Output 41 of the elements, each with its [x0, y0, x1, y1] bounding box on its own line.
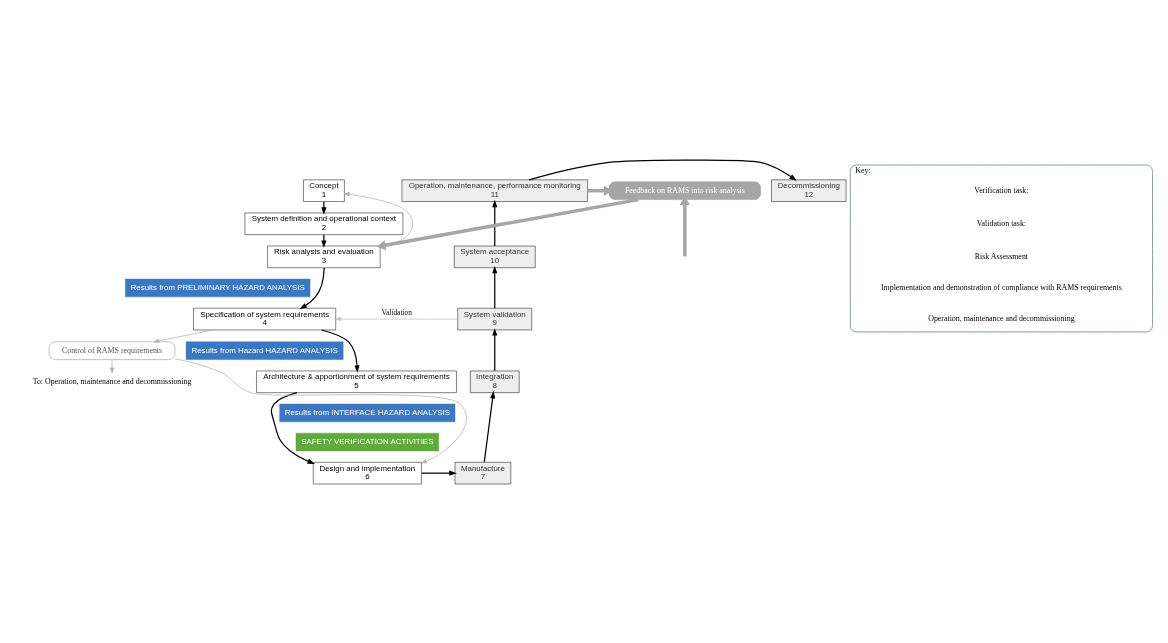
legend-label: Risk Assessment	[974, 251, 1029, 261]
node-box: Specification of system requirements 4	[193, 307, 336, 330]
arrow	[492, 265, 498, 309]
node-box: System definition and operational context 2	[244, 212, 404, 235]
arrow	[483, 390, 496, 463]
node-box: Risk analysis and evaluation 3	[267, 245, 381, 268]
node-box: System validation 9	[457, 307, 533, 330]
node-box: Integration 8	[470, 370, 520, 393]
arrow	[420, 470, 457, 476]
node-text: To: Operation, maintenance and decommissioning	[32, 376, 192, 386]
arrow	[299, 266, 325, 309]
node-box: Decommissioning 12	[771, 179, 847, 202]
node-box: Architecture & apportionment of system requirements 5	[256, 370, 457, 393]
arrow	[528, 158, 797, 181]
node-box: Results from Hazard HAZARD ANALYSIS	[185, 341, 344, 360]
arrow	[109, 358, 115, 373]
legend-label: Validation task:	[976, 218, 1027, 228]
arrow	[492, 199, 498, 247]
arrow	[270, 391, 315, 464]
legend-label: Implementation and demonstration of compliance with RAMS requirements	[880, 282, 1122, 292]
legend-label: Verification task:	[974, 185, 1029, 195]
node-box: Results from INTERFACE HAZARD ANALYSIS	[279, 403, 456, 422]
arrow	[492, 327, 498, 371]
node-box: Concept 1	[303, 179, 345, 202]
arrow	[321, 200, 327, 215]
node-box: SAFETY VERIFICATION ACTIVITIES	[295, 432, 439, 451]
node-box: Control of RAMS requirements	[48, 341, 176, 360]
edge-label: Validation	[381, 307, 412, 317]
node-box: Results from PRELIMINARY HAZARD ANALYSIS	[125, 278, 311, 297]
arrow	[377, 197, 639, 250]
arrow	[344, 191, 414, 248]
arrow	[321, 328, 360, 373]
node-box: Feedback on RAMS into risk analysis	[608, 181, 761, 200]
node-box: Design and implementation 6	[313, 461, 422, 484]
legend-label: Operation, maintenance and decommissioning	[928, 313, 1075, 323]
arrow	[335, 316, 458, 321]
node-box: Operation, maintenance, performance monitoring 11	[401, 179, 588, 202]
arrow	[321, 233, 327, 248]
node-box: Manufacture 7	[454, 461, 512, 484]
node-box: System acceptance 10	[454, 245, 536, 268]
arrow	[174, 357, 467, 463]
